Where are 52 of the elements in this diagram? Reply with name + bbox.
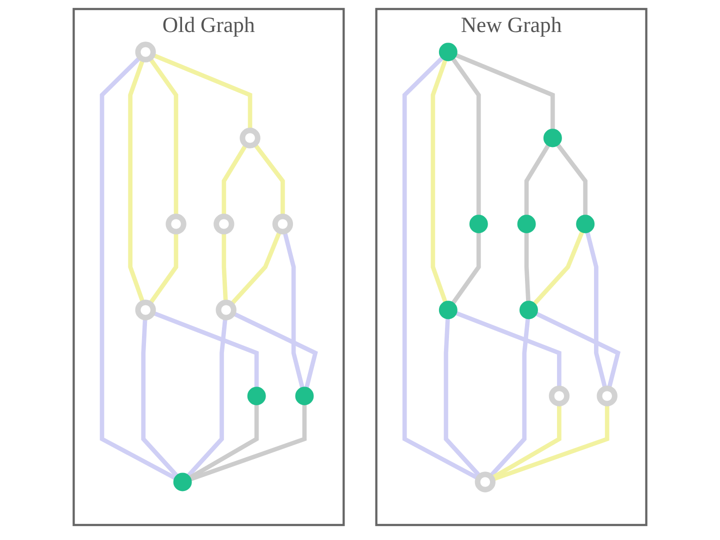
connector bbox=[230, 230, 282, 306]
connector bbox=[252, 142, 285, 216]
node-circle bbox=[272, 214, 294, 234]
connector bbox=[402, 56, 480, 480]
node-circle bbox=[295, 386, 314, 406]
connector bbox=[488, 317, 530, 478]
connector bbox=[585, 230, 608, 390]
node-circle bbox=[438, 42, 458, 62]
connector bbox=[454, 310, 562, 388]
connector bbox=[444, 318, 482, 478]
node-circle bbox=[543, 128, 562, 148]
connector bbox=[450, 56, 481, 216]
node-circle bbox=[135, 42, 156, 62]
connector bbox=[189, 404, 307, 482]
connector bbox=[100, 56, 177, 480]
node-circle bbox=[240, 128, 260, 148]
connector bbox=[148, 232, 178, 306]
connector bbox=[222, 143, 248, 216]
node-circle bbox=[596, 386, 618, 406]
node-circle bbox=[173, 472, 192, 492]
node-circle bbox=[469, 214, 488, 234]
node-circle bbox=[216, 300, 236, 320]
connector bbox=[534, 311, 621, 390]
node-circle bbox=[576, 214, 595, 234]
connector bbox=[222, 232, 228, 302]
node-circle bbox=[474, 472, 496, 492]
connector bbox=[232, 311, 318, 390]
node-circle bbox=[135, 300, 156, 320]
connector bbox=[152, 52, 252, 130]
connector bbox=[282, 230, 305, 390]
connector bbox=[556, 142, 588, 216]
node-circle bbox=[438, 300, 458, 320]
node-circle bbox=[214, 214, 234, 234]
connector bbox=[532, 230, 584, 306]
node-circle bbox=[166, 214, 186, 234]
connector bbox=[492, 404, 610, 482]
cluster: Old Graph bbox=[72, 8, 345, 526]
connector bbox=[152, 310, 259, 388]
node-circle bbox=[548, 386, 570, 406]
connector bbox=[141, 318, 180, 478]
cluster: New Graph bbox=[375, 8, 648, 526]
connector bbox=[454, 52, 555, 130]
node-circle bbox=[519, 300, 538, 320]
connector bbox=[430, 58, 448, 304]
connector bbox=[128, 58, 146, 304]
connector bbox=[148, 56, 178, 216]
connector bbox=[524, 143, 551, 216]
connector bbox=[186, 317, 228, 478]
connector bbox=[524, 232, 531, 302]
connector bbox=[450, 232, 481, 306]
node-circle bbox=[247, 386, 266, 406]
node-circle bbox=[517, 214, 536, 234]
